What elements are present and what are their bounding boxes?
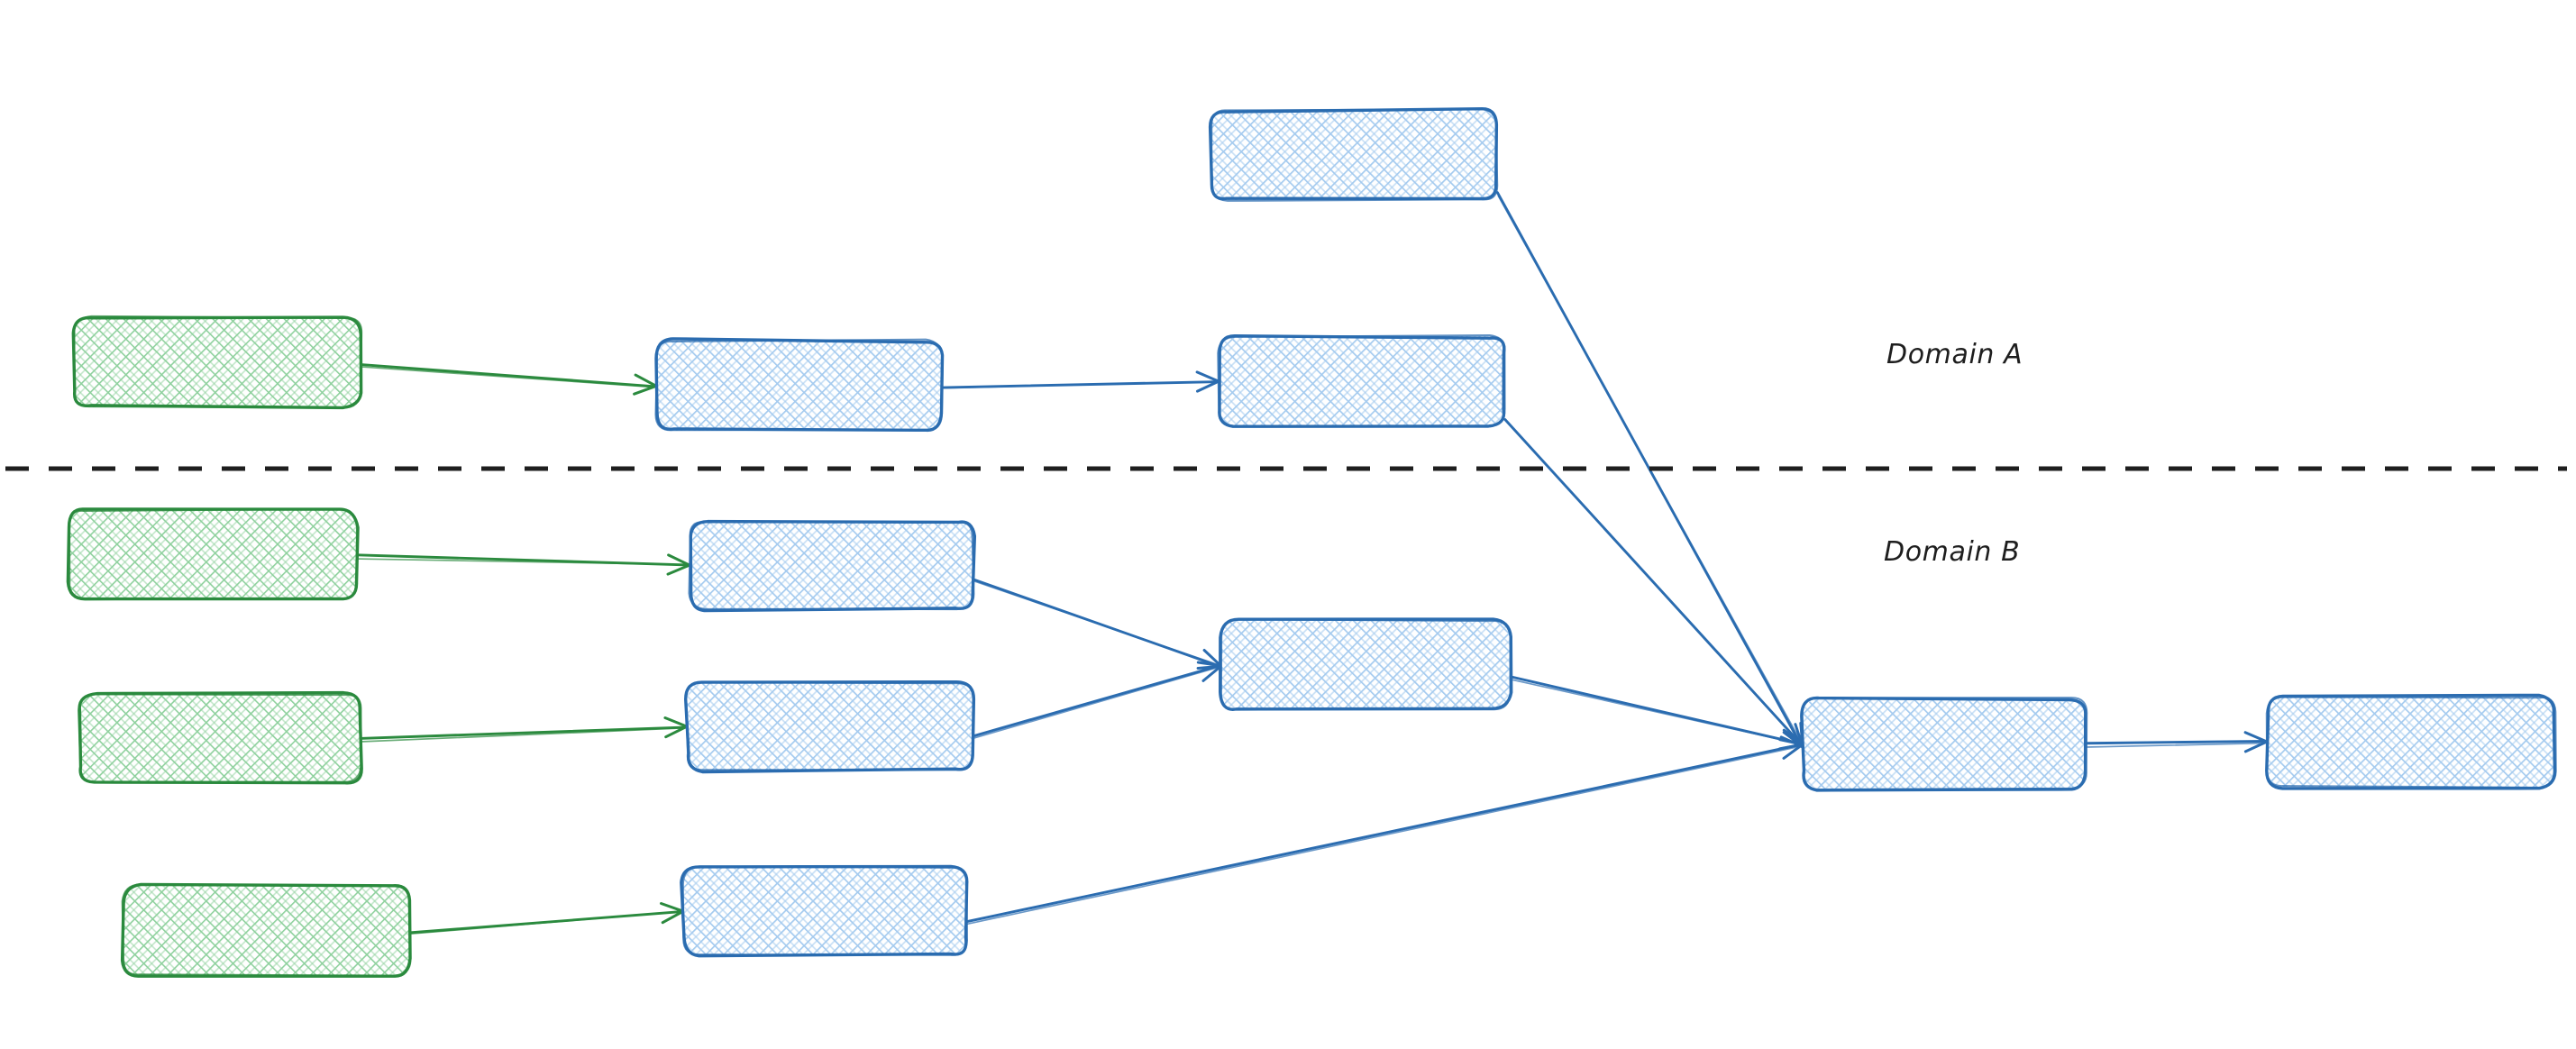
- edge-line: [965, 743, 1804, 924]
- node-outline: [1210, 108, 1499, 202]
- edge-line: [1497, 195, 1804, 748]
- edge-line: [1505, 419, 1804, 748]
- edge-e12[interactable]: [2086, 731, 2270, 753]
- node-outline: [73, 315, 363, 409]
- edge-line: [940, 380, 1219, 389]
- edge-line: [409, 910, 685, 935]
- node-fill-hatch-b: [1210, 110, 1497, 200]
- node-outline: [1219, 618, 1512, 711]
- node-fill-hatch-b: [1221, 620, 1510, 710]
- edge-line: [973, 579, 1223, 667]
- edge-e10[interactable]: [1507, 674, 1804, 751]
- node-fill-hatch-b: [1219, 336, 1505, 426]
- node-b-out[interactable]: [2265, 693, 2557, 790]
- node-fill-hatch-b: [1803, 698, 2087, 789]
- node-outline: [2265, 696, 2557, 789]
- node-fill-hatch-b: [683, 867, 966, 955]
- edge-e2[interactable]: [940, 370, 1221, 393]
- node-b-sink[interactable]: [1800, 696, 2088, 792]
- edge-e5[interactable]: [354, 553, 692, 576]
- node-outline: [1801, 697, 2088, 790]
- node-outline: [681, 865, 968, 956]
- edge-line: [1509, 678, 1804, 745]
- edge-line: [354, 558, 691, 566]
- edge-line: [973, 663, 1224, 737]
- domain-a-label: Domain A: [1886, 339, 2023, 370]
- domain-b-label: Domain B: [1884, 536, 2021, 568]
- node-outline: [685, 681, 974, 771]
- edge-layer: [354, 191, 2270, 935]
- edge-e7[interactable]: [407, 902, 685, 935]
- node-b-proc-3[interactable]: [680, 864, 969, 958]
- edge-e8[interactable]: [971, 578, 1223, 670]
- node-fill-hatch-b: [79, 694, 361, 782]
- node-b-src-1[interactable]: [66, 507, 360, 601]
- node-a-src-1[interactable]: [71, 315, 363, 410]
- edge-line: [360, 726, 689, 743]
- node-fill-hatch-b: [74, 317, 361, 407]
- edge-line: [973, 665, 1222, 740]
- edge-e9[interactable]: [973, 661, 1224, 740]
- node-outline: [688, 521, 975, 611]
- node-outline: [78, 693, 362, 783]
- edge-line: [2086, 739, 2270, 745]
- node-b-src-3[interactable]: [120, 882, 412, 978]
- node-outline: [654, 338, 944, 432]
- node-b-src-2[interactable]: [78, 690, 363, 785]
- node-outline: [68, 507, 358, 600]
- node-b-proc-1[interactable]: [688, 519, 977, 613]
- node-fill-hatch-b: [2267, 697, 2555, 787]
- node-a-proc-2[interactable]: [1217, 333, 1506, 428]
- node-a-top-1[interactable]: [1208, 107, 1499, 202]
- node-outline: [1217, 334, 1506, 428]
- node-fill-hatch-b: [123, 885, 410, 975]
- node-b-merge-1[interactable]: [1219, 617, 1513, 711]
- edge-line: [964, 744, 1804, 926]
- node-fill-hatch-b: [690, 521, 973, 609]
- edge-e1[interactable]: [359, 363, 658, 396]
- node-fill-hatch-b: [656, 341, 942, 431]
- edge-e6[interactable]: [358, 716, 690, 743]
- node-fill-hatch-b: [687, 682, 973, 771]
- edge-line: [360, 363, 657, 388]
- node-outline: [121, 883, 412, 977]
- edge-line: [358, 725, 690, 740]
- node-fill-hatch-b: [69, 510, 356, 599]
- edge-line: [2086, 742, 2268, 748]
- node-outline: [689, 519, 977, 613]
- edge-e11[interactable]: [964, 738, 1804, 926]
- edge-line: [359, 366, 656, 388]
- node-layer: [66, 107, 2557, 978]
- node-b-proc-2[interactable]: [683, 680, 976, 774]
- node-a-proc-1[interactable]: [654, 337, 945, 433]
